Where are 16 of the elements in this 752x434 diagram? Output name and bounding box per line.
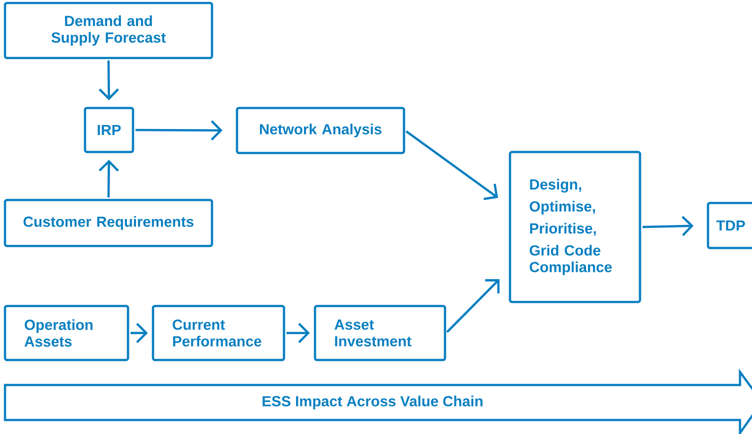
process-box: Design, Optimise, Prioritise, Grid Code Compliance — [508, 150, 642, 304]
process-box: Asset Investment — [314, 304, 446, 362]
process-box: Network Analysis — [236, 106, 406, 154]
arrow — [446, 279, 500, 333]
arrow — [98, 160, 119, 198]
arrow — [98, 60, 119, 100]
process-box: Current Performance — [152, 304, 286, 362]
process-box: Operation Assets — [4, 304, 130, 362]
arrow — [406, 130, 498, 200]
arrow — [286, 322, 310, 344]
arrow — [135, 120, 223, 141]
process-box: IRP — [84, 106, 134, 154]
arrow — [642, 216, 694, 236]
process-box: Customer Requirements — [4, 198, 214, 248]
process-box: Demand and Supply Forecast — [4, 2, 214, 60]
process-box: TDP — [706, 202, 752, 250]
